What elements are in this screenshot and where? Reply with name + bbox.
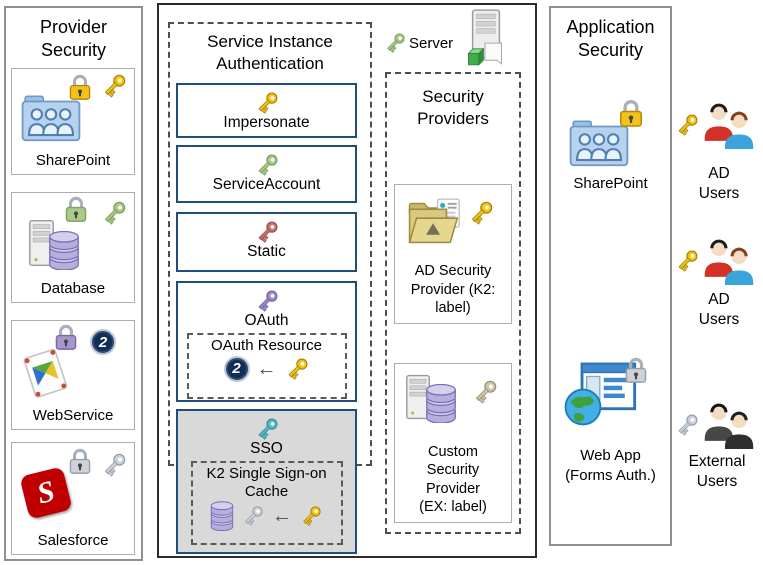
oauth-resource-box: OAuth Resource 2 ← — [186, 332, 347, 399]
oauth2-badge-text: 2 — [98, 333, 108, 351]
auth-method-label: Impersonate — [223, 114, 310, 131]
database-cylinders-icon — [426, 384, 456, 423]
application-security-panel: Application Security SharePoint Web App … — [549, 6, 672, 546]
oauth2-badge-icon: 2 — [90, 329, 116, 355]
ad-users-icon — [704, 239, 754, 285]
auth-method-label: OAuth — [244, 312, 289, 329]
ad-users-group-1 — [674, 94, 763, 162]
security-provider-label: Custom Security Provider (EX: label) — [419, 443, 487, 516]
provider-item-label: Salesforce — [37, 532, 109, 549]
app-webapp-icon-stack — [560, 356, 660, 444]
database-icon-stack — [12, 193, 134, 280]
server-group: Server — [381, 7, 531, 69]
ad-users-icon — [704, 103, 754, 149]
gold-key-icon — [675, 112, 700, 137]
ad-provider-icon-stack — [395, 185, 511, 262]
gold-key-icon — [285, 355, 310, 380]
custom-provider-icon-stack — [395, 364, 511, 443]
auth-method-label: SSO — [250, 440, 283, 457]
left-arrow-icon: ← — [256, 357, 277, 380]
gold-lock-icon — [68, 74, 92, 101]
auth-method-impersonate: Impersonate — [176, 83, 357, 138]
oauth2-badge-text: 2 — [232, 360, 241, 377]
security-providers-title: Security Providers — [417, 87, 489, 129]
silver-key-icon — [242, 504, 265, 527]
webservice-envelope-icon — [22, 348, 68, 399]
k2-cache-icon-row: ← — [210, 501, 323, 532]
silver-lock-icon — [68, 448, 92, 475]
app-item-label-text: Web App (Forms Auth.) — [565, 447, 656, 484]
user-group-label: AD Users — [674, 164, 763, 205]
teal-key-icon — [255, 416, 280, 441]
silver-key-icon — [675, 412, 700, 437]
tan-key-icon — [473, 378, 499, 405]
globe-icon — [564, 388, 602, 426]
gold-key-icon — [675, 248, 700, 273]
green-key-icon — [102, 199, 128, 226]
salesforce-logo-letter: S — [33, 474, 58, 511]
provider-item-label: SharePoint — [35, 152, 111, 169]
green-key-icon — [384, 31, 407, 54]
provider-item-salesforce: S Salesforce — [11, 442, 135, 555]
application-security-title: Application Security — [566, 17, 655, 61]
user-group-label: AD Users — [674, 290, 763, 331]
cache-database-icon — [210, 501, 234, 532]
gold-lock-icon — [619, 99, 643, 128]
salesforce-icon-stack: S — [12, 443, 134, 532]
active-directory-folder-icon — [408, 198, 460, 244]
provider-item-label: Database — [40, 280, 106, 297]
purple-lock-icon — [54, 324, 78, 351]
salesforce-logo-icon: S — [19, 466, 73, 520]
provider-security-title: Provider Security — [39, 17, 108, 61]
sharepoint-icon-stack — [12, 69, 134, 152]
provider-security-panel: Provider Security SharePoint Database — [4, 6, 143, 561]
gold-key-icon — [469, 199, 495, 226]
webservice-icon-stack: 2 — [12, 321, 134, 407]
security-provider-label: AD Security Provider (K2: label) — [410, 263, 496, 317]
green-lock-icon — [64, 196, 88, 223]
auth-method-serviceaccount: ServiceAccount — [176, 145, 357, 203]
k2-server-panel: Server Service Instance Authentication I… — [157, 3, 537, 558]
ad-security-provider-item: AD Security Provider (K2: label) — [394, 184, 512, 324]
security-providers-box: Security Providers — [385, 72, 521, 534]
sia-title: Service Instance Authentication — [207, 32, 333, 74]
user-group-label-text: External Users — [688, 453, 746, 491]
k2-sso-cache-label: K2 Single Sign-on Cache — [206, 464, 327, 500]
auth-method-label: Static — [247, 243, 286, 260]
auth-method-oauth: OAuth OAuth Resource 2 ← — [176, 281, 357, 402]
database-cylinders-icon — [49, 231, 79, 270]
purple-key-icon — [255, 288, 280, 313]
user-group-label-text: AD Users — [698, 291, 740, 329]
custom-security-provider-item: Custom Security Provider (EX: label) — [394, 363, 512, 523]
ad-users-group-2 — [674, 230, 763, 298]
app-item-label: SharePoint — [551, 174, 670, 194]
oauth-resource-label: OAuth Resource — [211, 336, 322, 354]
server-icon — [467, 9, 503, 66]
auth-method-static: Static — [176, 212, 357, 272]
provider-item-label: WebService — [32, 407, 114, 424]
green-key-icon — [255, 152, 280, 177]
external-users-icon — [704, 403, 754, 449]
app-item-label-text: SharePoint — [573, 175, 648, 192]
user-group-label: External Users — [672, 452, 762, 493]
app-item-label: Web App (Forms Auth.) — [551, 446, 670, 485]
gold-key-icon — [102, 72, 128, 99]
k2-sso-cache-box: K2 Single Sign-on Cache ← — [190, 460, 343, 545]
user-group-label-text: AD Users — [698, 165, 740, 203]
gold-key-icon — [300, 504, 323, 527]
provider-item-webservice: 2 WebService — [11, 320, 135, 430]
auth-method-label: ServiceAccount — [212, 176, 321, 193]
auth-method-sso: SSO K2 Single Sign-on Cache ← — [176, 409, 357, 554]
server-label: Server — [409, 35, 454, 52]
app-sharepoint-icon-stack — [560, 98, 660, 172]
red-key-icon — [255, 219, 280, 244]
left-arrow-icon: ← — [272, 505, 292, 528]
provider-item-database: Database — [11, 192, 135, 303]
gold-key-icon — [255, 90, 280, 115]
oauth2-badge-icon: 2 — [223, 355, 250, 382]
silver-key-icon — [102, 451, 128, 478]
silver-lock-icon — [624, 357, 648, 384]
provider-item-sharepoint: SharePoint — [11, 68, 135, 175]
oauth-resource-icon-row: 2 ← — [223, 355, 310, 382]
